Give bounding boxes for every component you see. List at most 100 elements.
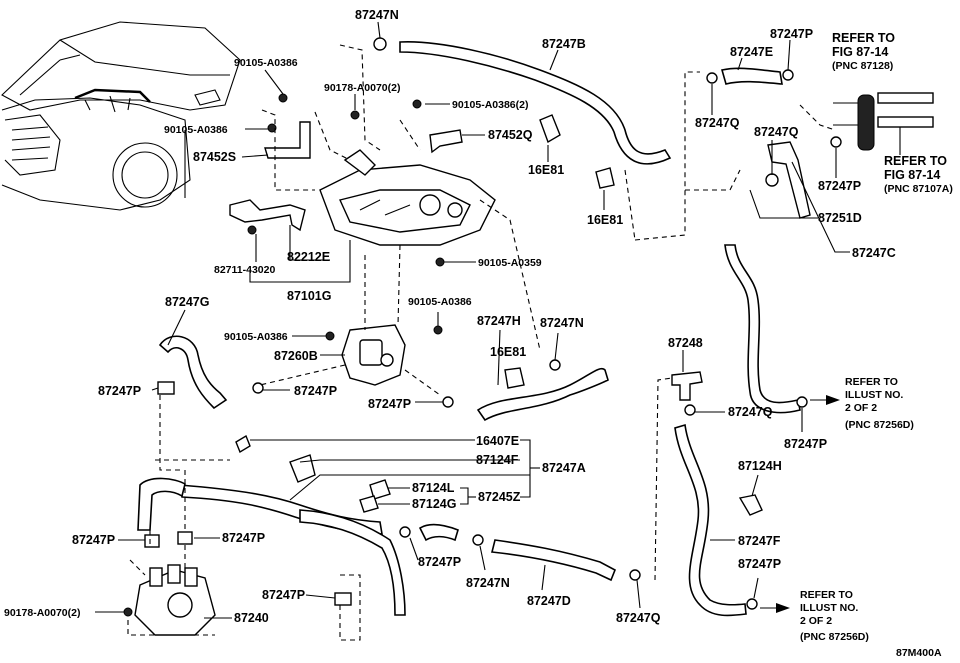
label-87240: 87240 xyxy=(234,611,269,625)
hose-87247A-left xyxy=(137,477,186,531)
label-87247N-top: 87247N xyxy=(355,8,399,22)
label-87247F: 87247F xyxy=(738,534,781,548)
label-87124G: 87124G xyxy=(412,497,456,511)
label-87245Z: 87245Z xyxy=(478,490,521,504)
labels: 87247N 87247B 87247E 87247P REFER TO FIG… xyxy=(4,8,953,659)
refer-illust-2-l3: 2 OF 2 xyxy=(800,615,832,627)
label-87247Q-a: 87247Q xyxy=(695,116,740,130)
label-87247P-tr: 87247P xyxy=(770,27,813,41)
label-87247P-j: 87247P xyxy=(738,557,781,571)
label-90105-A0386-b: 90105-A0386 xyxy=(164,124,228,136)
refer-illust-1-l4: (PNC 87256D) xyxy=(845,419,914,431)
label-16E81-c: 16E81 xyxy=(490,345,526,359)
label-87247P-c: 87247P xyxy=(98,384,141,398)
diagram-code: 87M400A xyxy=(896,647,942,659)
bracket-87452Q xyxy=(429,129,463,154)
refer-arrows xyxy=(760,395,840,613)
label-87247P-h: 87247P xyxy=(222,531,265,545)
label-90105-A0386-d: 90105-A0386 xyxy=(408,296,472,308)
refer-fig-87107A-l1: REFER TO xyxy=(884,154,947,168)
hose-87247E xyxy=(720,67,783,85)
label-87124F: 87124F xyxy=(476,453,519,467)
hose-87247H xyxy=(476,367,609,422)
refer-illust-1-l2: ILLUST NO. xyxy=(845,389,903,401)
harness-82212E xyxy=(229,199,306,232)
hose-87247C xyxy=(724,244,801,414)
heater-unit-87101G xyxy=(319,149,496,246)
label-87247P-f: 87247P xyxy=(784,437,827,451)
bracket-87124H xyxy=(738,494,763,516)
clamp-87124G xyxy=(359,495,379,513)
label-87248: 87248 xyxy=(668,336,703,350)
label-87247H: 87247H xyxy=(477,314,521,328)
label-87247P-g: 87247P xyxy=(72,533,115,547)
hose-small-87247D xyxy=(418,523,459,542)
grommet-plate xyxy=(857,92,934,151)
label-87247N-mid: 87247N xyxy=(540,316,584,330)
label-87452Q: 87452Q xyxy=(488,128,533,142)
label-87247Q-d: 87247Q xyxy=(616,611,661,625)
label-87247B: 87247B xyxy=(542,37,586,51)
label-90105-A0386-c: 90105-A0386 xyxy=(224,331,288,343)
elbow-87247C-top xyxy=(767,141,811,219)
leader-lines xyxy=(95,21,901,619)
refer-fig-87107A-l3: (PNC 87107A) xyxy=(884,183,953,195)
refer-fig-87107A-l2: FIG 87-14 xyxy=(884,168,940,182)
label-16E81-b: 16E81 xyxy=(587,213,623,227)
label-90178-A0070-a: 90178-A0070(2) xyxy=(324,82,400,94)
refer-illust-2-l4: (PNC 87256D) xyxy=(800,631,869,643)
refer-fig-87128-l3: (PNC 87128) xyxy=(832,60,893,72)
label-87247P-i: 87247P xyxy=(418,555,461,569)
label-87247C: 87247C xyxy=(852,246,896,260)
label-90178-A0070-b: 90178-A0070(2) xyxy=(4,607,80,619)
hose-87247F xyxy=(674,423,747,617)
refer-fig-87128-l1: REFER TO xyxy=(832,31,895,45)
refer-illust-2-l1: REFER TO xyxy=(800,589,853,601)
label-87101G: 87101G xyxy=(287,289,331,303)
label-82212E: 82212E xyxy=(287,250,330,264)
label-87247Q-b: 87247Q xyxy=(754,125,799,139)
refer-illust-1-l1: REFER TO xyxy=(845,376,898,388)
label-87247P-b: 87247P xyxy=(818,179,861,193)
hose-87247G xyxy=(158,335,228,410)
hose-87247D xyxy=(491,539,617,582)
bracket-87124F xyxy=(289,454,316,483)
label-87247G: 87247G xyxy=(165,295,209,309)
label-87124H: 87124H xyxy=(738,459,782,473)
dashed-reference-lines xyxy=(127,44,836,641)
label-87247D: 87247D xyxy=(527,594,571,608)
sensor-16407E xyxy=(235,434,251,454)
label-16E81-a: 16E81 xyxy=(528,163,564,177)
arrow-right-icon-2 xyxy=(776,603,790,613)
refer-illust-1-l3: 2 OF 2 xyxy=(845,402,877,414)
label-87452S: 87452S xyxy=(193,150,236,164)
label-90105-A0386-2: 90105-A0386(2) xyxy=(452,99,528,111)
label-87124L: 87124L xyxy=(412,481,455,495)
clamp-87124L xyxy=(369,479,391,500)
label-87247Q-c: 87247Q xyxy=(728,405,773,419)
label-82711-43020: 82711-43020 xyxy=(214,264,275,276)
refer-fig-87128-l2: FIG 87-14 xyxy=(832,45,888,59)
label-87247N-bot: 87247N xyxy=(466,576,510,590)
label-90105-A0359: 90105-A0359 xyxy=(478,257,542,269)
vehicle-outline-illustration xyxy=(1,21,241,211)
label-87247P-k: 87247P xyxy=(262,588,305,602)
label-87247E: 87247E xyxy=(730,45,773,59)
clip-16E81-b xyxy=(595,167,615,189)
joint-87248 xyxy=(671,371,703,401)
clip-16E81-a xyxy=(539,114,561,144)
refer-illust-2-l2: ILLUST NO. xyxy=(800,602,858,614)
label-87247P-e: 87247P xyxy=(368,397,411,411)
label-87251D: 87251D xyxy=(818,211,862,225)
label-16407E: 16407E xyxy=(476,434,519,448)
clip-16E81-c xyxy=(504,367,525,389)
label-87247A: 87247A xyxy=(542,461,586,475)
label-87247P-d: 87247P xyxy=(294,384,337,398)
bracket-87452S xyxy=(264,121,311,159)
pump-87240 xyxy=(134,564,216,636)
hose-87247A-branch xyxy=(299,509,406,616)
label-87260B: 87260B xyxy=(274,349,318,363)
hose-87247B xyxy=(399,41,672,165)
arrow-right-icon xyxy=(826,395,840,405)
